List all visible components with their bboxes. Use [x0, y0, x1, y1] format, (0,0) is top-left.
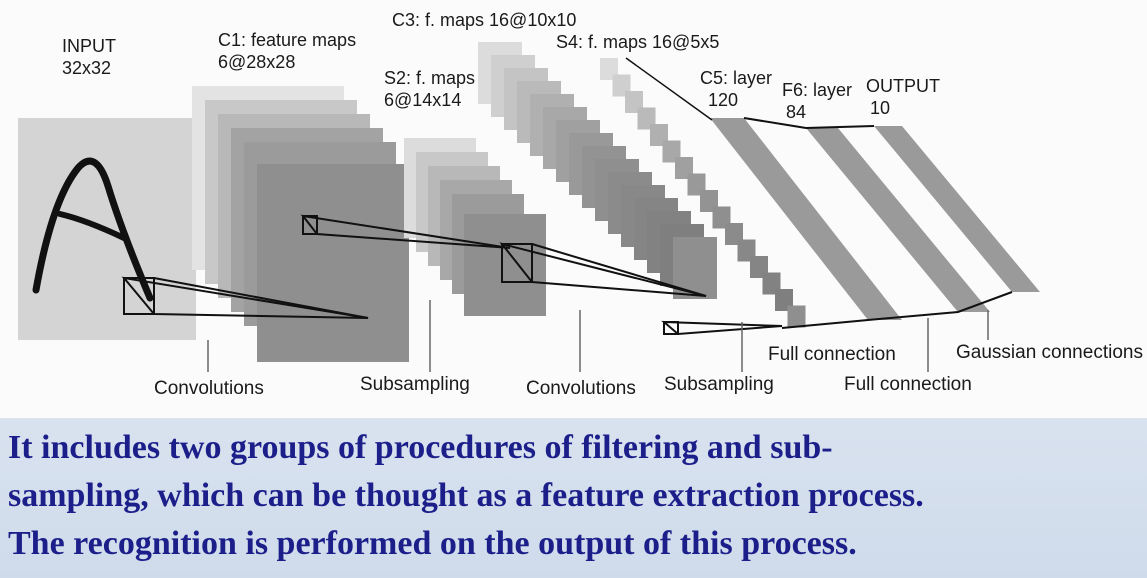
- s2-size: 6@14x14: [384, 90, 461, 110]
- c3-feature-map-stack: [478, 42, 717, 299]
- s4-feature-map-16: [787, 305, 806, 328]
- stage-convolutions-1: Convolutions: [154, 378, 264, 399]
- dense-layers: [625, 57, 1040, 329]
- stage-full-connection-2: Full connection: [844, 374, 972, 395]
- stage-dividers: [207, 300, 989, 372]
- input-receptive-field: [123, 277, 155, 315]
- f6-layer: [806, 128, 990, 312]
- c5-layer: [710, 118, 902, 320]
- s2-feature-map-stack: [404, 138, 546, 316]
- caption: It includes two groups of procedures of …: [8, 424, 1143, 568]
- c1-title: C1: feature maps: [218, 30, 356, 50]
- c5-title: C5: layer: [700, 68, 772, 88]
- c3-title: C3: f. maps 16@10x10: [392, 10, 576, 30]
- handwritten-a-bar: [57, 211, 127, 241]
- stage-gaussian-connections: Gaussian connections: [956, 342, 1143, 363]
- s2-title: S2: f. maps: [384, 68, 475, 88]
- convolution-cones: [121, 214, 783, 336]
- handwritten-a: [32, 157, 154, 302]
- caption-line-2: sampling, which can be thought as a feat…: [8, 477, 924, 514]
- c5-size: 120: [708, 90, 738, 110]
- input-size: 32x32: [62, 58, 111, 78]
- output-title: OUTPUT: [866, 76, 940, 96]
- c1-size: 6@28x28: [218, 52, 295, 72]
- f6-title: F6: layer: [782, 80, 852, 100]
- f6-size: 84: [786, 102, 806, 122]
- stage-subsampling-1: Subsampling: [360, 374, 470, 395]
- caption-line-3: The recognition is performed on the outp…: [8, 525, 857, 562]
- stage-convolutions-2: Convolutions: [526, 378, 636, 399]
- architecture-figure: INPUT 32x32 C1: feature maps 6@28x28 S2:…: [18, 10, 1143, 399]
- c1-feature-map-stack: [192, 86, 409, 362]
- input-title: INPUT: [62, 36, 116, 56]
- stage-full-connection-1: Full connection: [768, 344, 896, 365]
- s4-title: S4: f. maps 16@5x5: [556, 32, 719, 52]
- stage-subsampling-2: Subsampling: [664, 374, 774, 395]
- s4-feature-map-stack: [600, 58, 806, 328]
- output-layer: [874, 126, 1040, 292]
- output-size: 10: [870, 98, 890, 118]
- caption-line-1: It includes two groups of procedures of …: [8, 429, 833, 466]
- lenet-diagram: INPUT 32x32 C1: feature maps 6@28x28 S2:…: [18, 10, 1143, 399]
